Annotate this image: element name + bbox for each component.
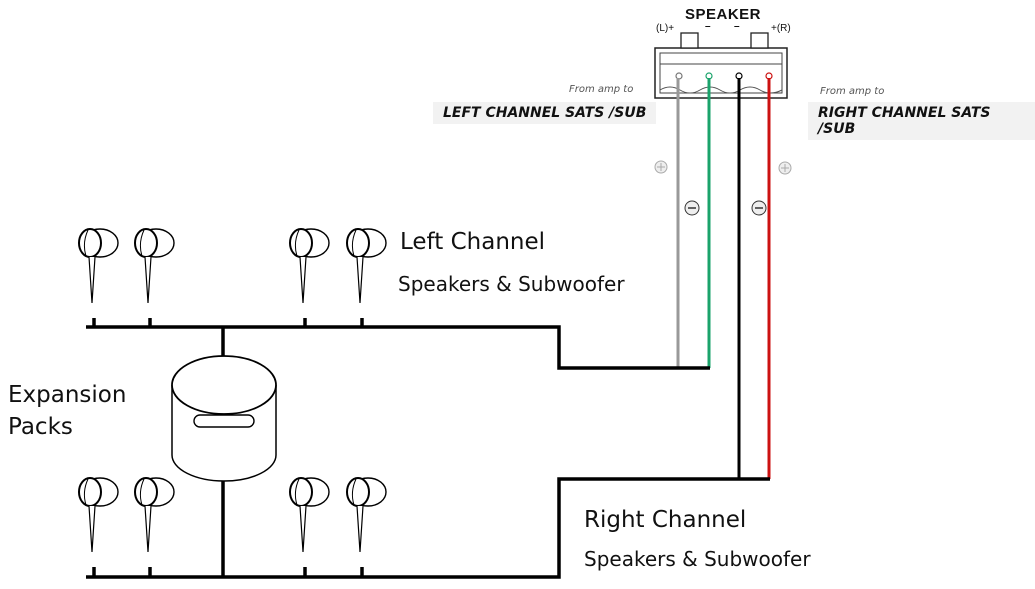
left-plus-terminal-label: (L)+ (656, 23, 675, 34)
left-output-caption: From amp to (569, 84, 634, 95)
satellite-speaker-icon (78, 477, 119, 553)
connector-title: SPEAKER (685, 6, 762, 23)
satellite-speaker-icon (289, 228, 330, 304)
expansion-label-line2: Packs (8, 414, 73, 440)
minus-terminal-label: – (734, 21, 740, 32)
right-plus-terminal-label: +(R) (771, 23, 791, 34)
satellite-speaker-icon (134, 477, 175, 553)
left-channel-title: Left Channel (400, 229, 546, 255)
satellite-speaker-icon (346, 228, 387, 304)
expansion-label-line1: Expansion (8, 382, 127, 408)
right-bus (86, 477, 770, 579)
right-channel-title: Right Channel (584, 507, 747, 533)
speaker-connector (654, 32, 788, 99)
minus-terminal-label: – (705, 21, 711, 32)
left-bus (86, 318, 710, 370)
left-channel-subtitle: Speakers & Subwoofer (398, 272, 625, 296)
satellite-speaker-icon (78, 228, 119, 304)
subwoofer-icon (171, 355, 277, 482)
satellite-speaker-icon (346, 477, 387, 553)
right-channel-subtitle: Speakers & Subwoofer (584, 547, 811, 571)
right-output-caption: From amp to (820, 86, 885, 97)
right-output-label: RIGHT CHANNEL SATS /SUB (808, 102, 1035, 140)
satellite-speaker-icon (289, 477, 330, 553)
satellite-speaker-icon (134, 228, 175, 304)
polarity-markers (654, 160, 792, 216)
left-output-label: LEFT CHANNEL SATS /SUB (433, 102, 657, 124)
